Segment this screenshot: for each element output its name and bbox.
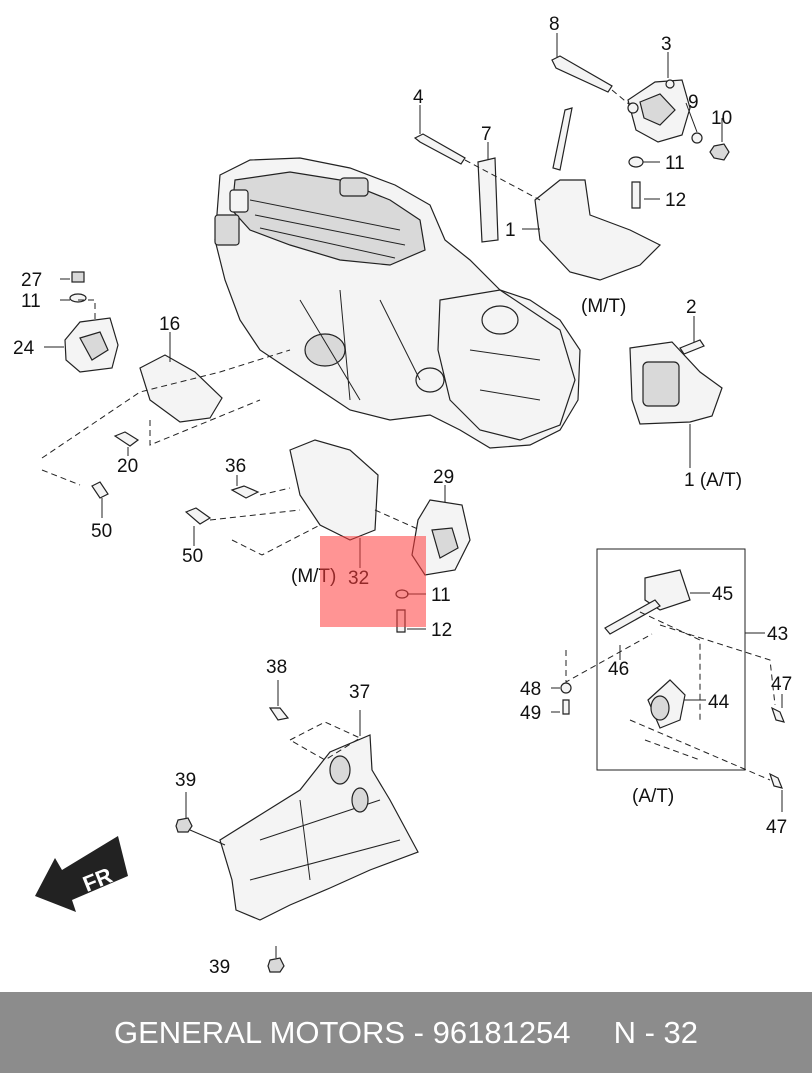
part-4-bolt: [413, 133, 466, 165]
callout-38: 38: [266, 657, 287, 678]
part-46-pin: [604, 599, 661, 635]
callout-45: 45: [712, 584, 733, 605]
callout-12-mid: 12: [431, 620, 452, 641]
label-at-bottom: (A/T): [632, 786, 674, 807]
callout-37: 37: [349, 682, 370, 703]
part-48-nut: [560, 682, 572, 694]
callout-1-mt: 1: [505, 220, 516, 241]
callout-4: 4: [413, 87, 424, 108]
part-9-washer: [691, 132, 703, 144]
leader-lines: [41, 33, 783, 958]
part-39-nut-top: [175, 817, 193, 833]
callout-47-bottom: 47: [766, 817, 787, 838]
footer-bar: GENERAL MOTORS - 96181254 N - 32: [0, 992, 812, 1073]
part-50-bolt-mid: [184, 507, 212, 525]
callout-46: 46: [608, 659, 629, 680]
callout-7: 7: [481, 124, 492, 145]
callout-20: 20: [117, 456, 138, 477]
parts-diagram: FR: [13, 14, 792, 978]
label-at-right: 1 (A/T): [684, 470, 742, 491]
footer-text: GENERAL MOTORS - 96181254 N - 32: [113, 1014, 699, 1050]
front-direction-arrow-icon: FR: [35, 836, 128, 912]
part-39-nut-bottom: [267, 957, 285, 973]
callout-2: 2: [686, 297, 697, 318]
callout-9: 9: [688, 92, 699, 113]
part-45-bracket: [644, 569, 691, 611]
part-20-bolt: [113, 431, 140, 447]
engine-transaxle-assembly: [214, 157, 581, 449]
callout-39-bottom: 39: [209, 957, 230, 978]
callout-12-top: 12: [665, 190, 686, 211]
callout-11-mid: 11: [431, 585, 451, 606]
callout-27: 27: [21, 270, 42, 291]
part-11-washer-left: [69, 293, 87, 303]
callout-11-left: 11: [21, 291, 41, 312]
callout-50-left: 50: [91, 521, 112, 542]
callout-43: 43: [767, 624, 788, 645]
part-12-bolt-top: [631, 181, 641, 209]
part-27-nut: [71, 271, 85, 283]
at-mount-group-box: [596, 548, 746, 771]
part-47-bolt-bottom: [768, 772, 783, 789]
callout-47-top: 47: [771, 674, 792, 695]
label-mt-top: (M/T): [581, 296, 626, 317]
part-32-bracket: [289, 439, 379, 541]
callout-10: 10: [711, 108, 732, 129]
callout-24: 24: [13, 338, 35, 359]
part-37-splash-shield: [219, 734, 419, 921]
part-50-bolt-left: [91, 481, 109, 499]
part-10-nut: [709, 143, 730, 161]
callout-36: 36: [225, 456, 246, 477]
part-38-bolt: [268, 707, 290, 721]
callout-16: 16: [159, 314, 180, 335]
part-8-bolt: [551, 55, 613, 93]
callout-44: 44: [708, 692, 730, 713]
callout-11-top: 11: [665, 153, 685, 174]
callout-49: 49: [520, 703, 541, 724]
callout-8: 8: [549, 14, 560, 35]
part-1-mt-bracket: [534, 179, 662, 281]
part-47-bolt-top: [770, 706, 785, 723]
part-2-bolt: [679, 339, 705, 355]
callout-50-mid: 50: [182, 546, 203, 567]
part-7-bracket: [477, 157, 499, 243]
callout-48: 48: [520, 679, 541, 700]
part-link-rod: [552, 107, 573, 171]
callout-3: 3: [661, 34, 672, 55]
callout-29: 29: [433, 467, 454, 488]
part-36-bolt: [230, 485, 260, 499]
part-3-upper-mount: [627, 79, 691, 143]
part-49-bolt: [562, 699, 570, 715]
part-11-nut-top: [628, 156, 644, 168]
callout-39-top: 39: [175, 770, 196, 791]
highlight-overlay: [320, 536, 426, 627]
